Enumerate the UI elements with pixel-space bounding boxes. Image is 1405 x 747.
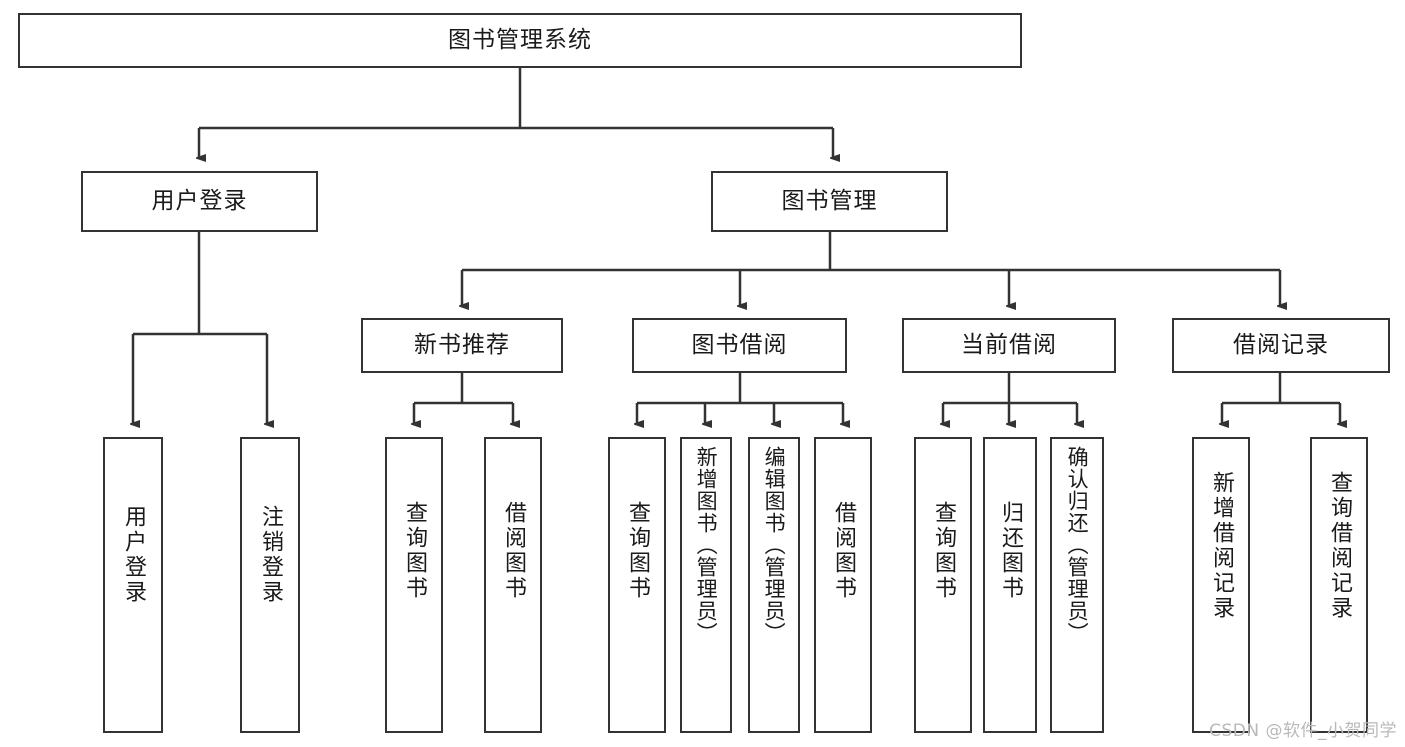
node-current-borrow[interactable]: 当前借阅 (902, 318, 1116, 373)
node-label: 图书管理系统 (448, 26, 592, 53)
leaf-label: 归还图书 (997, 501, 1023, 601)
node-book-management[interactable]: 图书管理 (711, 171, 948, 232)
leaf-label: 查询图书 (401, 501, 427, 601)
leaf-user-login[interactable]: 用户登录 (103, 437, 163, 733)
node-label: 新书推荐 (414, 331, 510, 358)
node-borrow-record[interactable]: 借阅记录 (1172, 318, 1390, 373)
leaf-query-book-borrow[interactable]: 查询图书 (608, 437, 666, 733)
leaf-query-book-recommend[interactable]: 查询图书 (385, 437, 443, 733)
node-label: 借阅记录 (1233, 331, 1329, 358)
leaf-label: 新增图书（管理员） (694, 446, 719, 644)
node-label: 图书借阅 (691, 331, 788, 358)
leaf-label: 编辑图书（管理员） (762, 446, 787, 644)
leaf-label: 查询借阅记录 (1326, 471, 1352, 621)
leaf-edit-book-admin[interactable]: 编辑图书（管理员） (748, 437, 800, 733)
leaf-label: 借阅图书 (500, 501, 526, 601)
leaf-return-book[interactable]: 归还图书 (983, 437, 1037, 733)
leaf-borrow-book[interactable]: 借阅图书 (814, 437, 872, 733)
leaf-query-borrow-record[interactable]: 查询借阅记录 (1310, 437, 1368, 733)
node-label: 图书管理 (781, 187, 878, 214)
leaf-label: 用户登录 (120, 505, 146, 605)
leaf-label: 借阅图书 (830, 501, 856, 601)
node-label: 用户登录 (151, 187, 248, 214)
leaf-add-book-admin[interactable]: 新增图书（管理员） (680, 437, 732, 733)
leaf-label: 查询图书 (930, 501, 956, 601)
leaf-add-borrow-record[interactable]: 新增借阅记录 (1192, 437, 1250, 733)
leaf-borrow-book-recommend[interactable]: 借阅图书 (484, 437, 542, 733)
node-new-book-recommend[interactable]: 新书推荐 (361, 318, 563, 373)
leaf-label: 注销登录 (257, 505, 283, 605)
leaf-confirm-return-admin[interactable]: 确认归还（管理员） (1050, 437, 1104, 733)
leaf-label: 新增借阅记录 (1208, 471, 1234, 621)
node-user-login[interactable]: 用户登录 (81, 171, 318, 232)
leaf-label: 确认归还（管理员） (1065, 446, 1090, 644)
node-label: 当前借阅 (961, 331, 1057, 358)
node-book-borrow[interactable]: 图书借阅 (632, 318, 847, 373)
node-root-book-management-system[interactable]: 图书管理系统 (18, 13, 1022, 68)
leaf-label: 查询图书 (624, 501, 650, 601)
leaf-query-book-current[interactable]: 查询图书 (914, 437, 972, 733)
leaf-user-logout[interactable]: 注销登录 (240, 437, 300, 733)
csdn-watermark: CSDN @软件_小贺同学 (1209, 721, 1397, 741)
